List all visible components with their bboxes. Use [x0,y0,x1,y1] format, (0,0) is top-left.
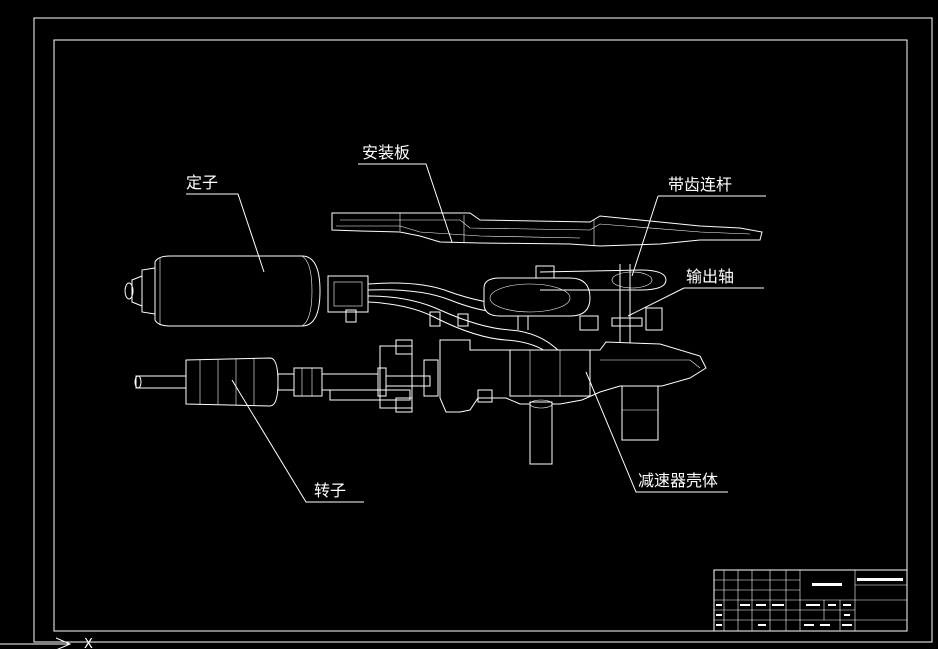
label-rotor: 转子 [314,481,346,500]
rotor-part [134,357,431,407]
title-block [713,569,908,632]
ucs-axis-icon: X [0,637,93,649]
outer-frame [33,17,933,643]
toothed-link-part [539,269,667,291]
reducer-housing-part [439,339,707,465]
mounting-plate-part [331,212,763,247]
label-stator: 定子 [186,173,218,192]
label-output-shaft: 输出轴 [686,267,734,286]
label-toothed-link: 带齿连杆 [668,175,732,194]
inner-frame [53,39,908,632]
label-mounting-plate: 安装板 [362,143,410,162]
worm-gear-part [483,265,591,330]
axis-x-label: X [84,637,93,649]
output-shaft-part [579,264,663,350]
leader-lines [186,163,766,503]
label-reducer-housing: 减速器壳体 [638,471,718,490]
stator-part [124,255,321,327]
